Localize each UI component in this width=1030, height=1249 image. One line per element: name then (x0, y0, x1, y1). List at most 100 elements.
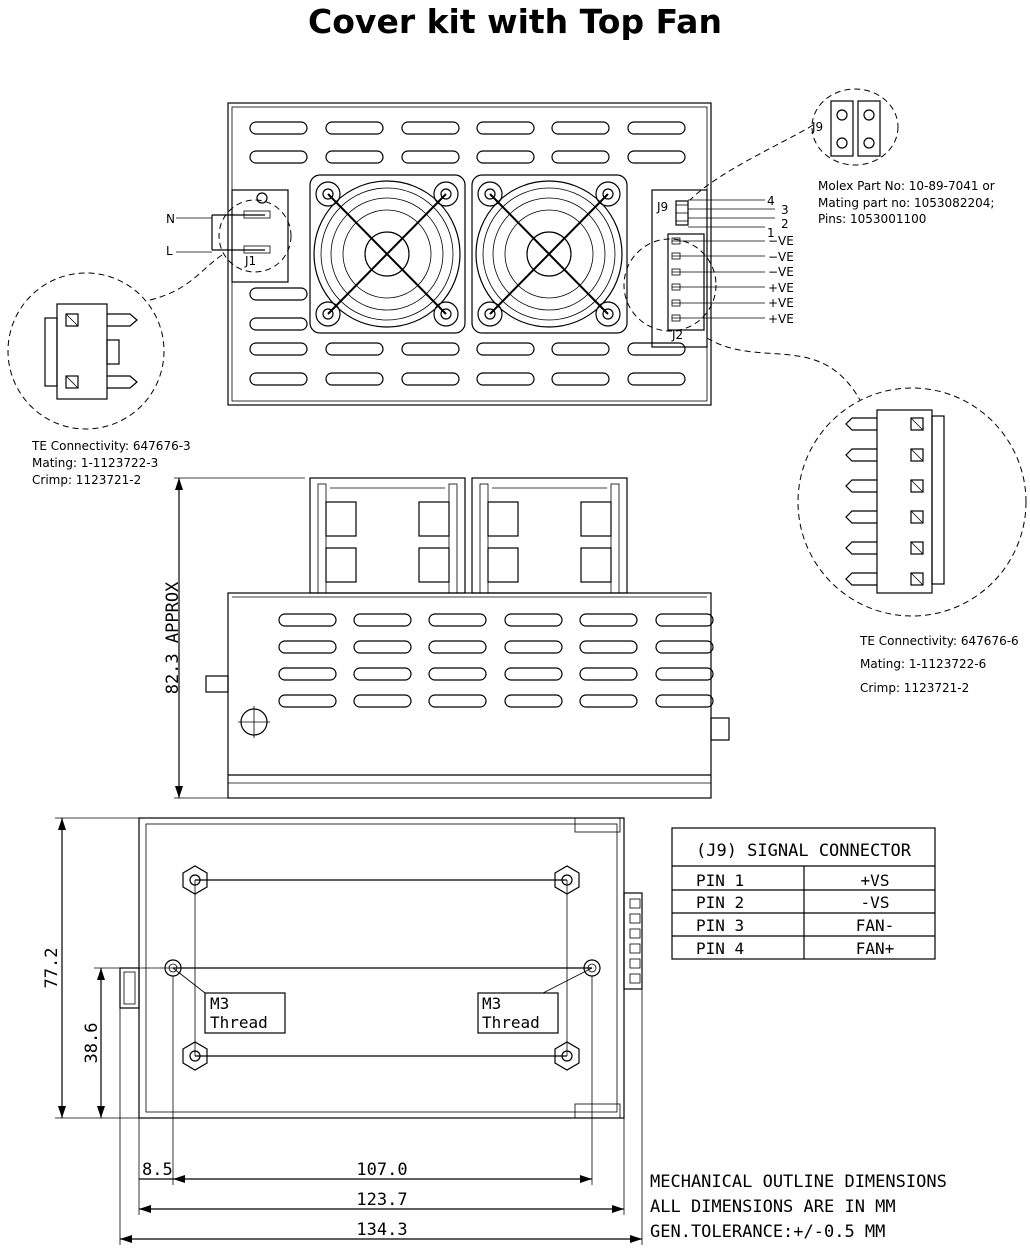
m3-right-thread: Thread (482, 1013, 540, 1032)
j9-pin-2-label: 2 (781, 217, 789, 231)
vent-slot (504, 667, 563, 681)
vent-slot (401, 372, 460, 386)
j2-pin-2-label: −VE (768, 250, 794, 264)
j2-pin (671, 283, 681, 291)
vent-slot (325, 372, 384, 386)
j2-part-number: TE Connectivity: 647676-6 (859, 634, 1019, 648)
fan-right (471, 174, 628, 334)
height-dimension-label: 82.3 APPROX (163, 581, 183, 694)
j1-crimp-part: Crimp: 1123721-2 (32, 473, 141, 487)
j1-connector (176, 189, 292, 283)
vent-slot (476, 150, 535, 164)
connector-pin (629, 958, 641, 969)
j2-callout-pin-square (910, 417, 924, 431)
j9-mating-part: Mating part no: 1053082204; (818, 196, 994, 210)
notes-line-3: GEN.TOLERANCE:+/-0.5 MM (650, 1222, 885, 1242)
side-view-body (227, 592, 712, 799)
j9-pin-1-label: 1 (767, 226, 775, 240)
j2-callout-pin (845, 510, 877, 524)
vent-slot (476, 342, 535, 356)
j2-pin (671, 237, 681, 245)
j9-detail-callout (689, 88, 899, 201)
j2-pin-5-label: +VE (768, 296, 794, 310)
table-row-3-pin: PIN 3 (696, 916, 744, 935)
vent-slot (504, 613, 563, 627)
vent-slot (353, 640, 412, 654)
top-view: N L J1 J9 J2 4 3 2 1 −VE −VE −VE +VE +VE… (166, 102, 794, 406)
j2-crimp-part: Crimp: 1123721-2 (860, 681, 969, 695)
vent-slot (249, 372, 308, 386)
table-row-4-signal: FAN+ (856, 939, 895, 958)
j2-callout-pin (845, 448, 877, 462)
vent-slot (278, 613, 337, 627)
connector-pin (629, 913, 641, 924)
j2-label: J2 (671, 328, 683, 342)
j9-pins-part: Pins: 1053001100 (818, 212, 926, 226)
j9-pin-3-label: 3 (781, 203, 789, 217)
j9-j2-connectors (623, 189, 775, 348)
vent-slot (627, 372, 686, 386)
vent-slot (428, 640, 487, 654)
side-fan-right (471, 477, 628, 594)
side-fan-left (309, 477, 466, 594)
vent-slot (579, 694, 638, 708)
j2-pin (671, 268, 681, 276)
vent-slot (627, 150, 686, 164)
vent-slot (627, 121, 686, 135)
j2-callout-pin (845, 541, 877, 555)
vent-slot (504, 694, 563, 708)
m3-left-thread: Thread (210, 1013, 268, 1032)
j2-mating-part: Mating: 1-1123722-6 (860, 657, 986, 671)
table-row-2-pin: PIN 2 (696, 893, 744, 912)
j1-detail-callout (7, 254, 223, 430)
table-row-3-signal: FAN- (856, 916, 895, 935)
m3-thread-box-left (204, 992, 286, 1034)
side-vent-slots (278, 613, 714, 708)
table-row-1-signal: +VS (861, 871, 890, 890)
j2-callout-pin-square (910, 448, 924, 462)
vent-slot (249, 317, 308, 331)
j1-label: J1 (244, 254, 256, 268)
j1-mating-part: Mating: 1-1123722-3 (32, 456, 158, 470)
table-row-2-signal: -VS (861, 893, 890, 912)
line-label: L (166, 244, 173, 258)
j2-pin-3-label: −VE (768, 265, 794, 279)
vent-slot (655, 640, 714, 654)
dim-8-5: 8.5 (142, 1160, 173, 1180)
vent-slot (476, 121, 535, 135)
page-title: Cover kit with Top Fan (308, 2, 722, 41)
j2-pin-lines (671, 237, 765, 322)
j2-callout-pin-square (910, 479, 924, 493)
m3-left-size: M3 (210, 994, 229, 1013)
notes-line-2: ALL DIMENSIONS ARE IN MM (650, 1197, 896, 1217)
m3-right-size: M3 (482, 994, 501, 1013)
dim-123-7: 123.7 (356, 1190, 407, 1210)
top-view-outline (227, 102, 712, 406)
dim-38-6: 38.6 (82, 1023, 102, 1064)
vent-slot (325, 150, 384, 164)
vent-slot (353, 694, 412, 708)
j2-callout-pin-square (910, 572, 924, 586)
dim-134-3: 134.3 (356, 1220, 407, 1240)
j2-pin (671, 314, 681, 322)
j2-callout-pin-square (910, 510, 924, 524)
signal-connector-table (671, 827, 936, 960)
vent-slot (504, 640, 563, 654)
vent-slot (325, 342, 384, 356)
vent-slot (579, 667, 638, 681)
j2-pin-1-label: −VE (768, 234, 794, 248)
vent-slot (353, 613, 412, 627)
vent-slot (476, 372, 535, 386)
j2-callout-pin (845, 479, 877, 493)
dim-77-2: 77.2 (42, 948, 62, 989)
vent-slot (551, 342, 610, 356)
vent-slot (353, 667, 412, 681)
j2-callout-pin (845, 417, 877, 431)
j2-pin-4-label: +VE (768, 281, 794, 295)
neutral-label: N (166, 212, 175, 226)
vent-slot (428, 667, 487, 681)
vent-slot (428, 694, 487, 708)
vent-slot (627, 342, 686, 356)
vent-slot (551, 372, 610, 386)
